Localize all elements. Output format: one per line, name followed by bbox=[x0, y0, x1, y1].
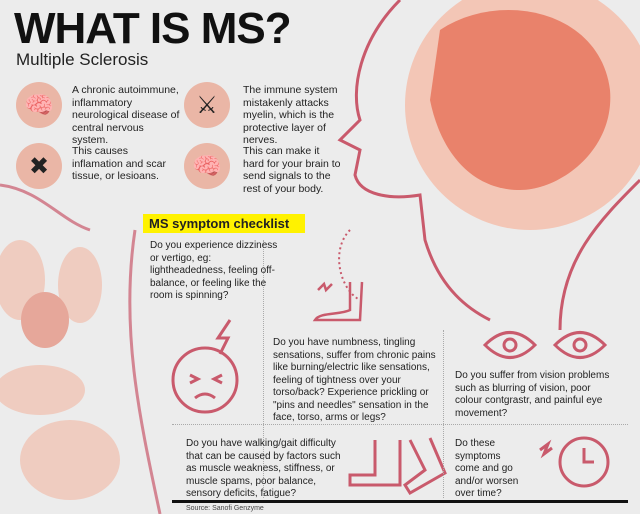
checklist-question: Do you have walking/gait difficulty that… bbox=[186, 438, 341, 499]
page-title: WHAT IS MS? bbox=[14, 4, 292, 53]
clock-icon bbox=[539, 436, 610, 488]
checklist-title: MS symptom checklist bbox=[143, 214, 305, 233]
fact-text: This causes inflamation and scar tissue,… bbox=[72, 145, 166, 182]
dizzy-face-icon bbox=[171, 319, 239, 414]
eyes-icon bbox=[482, 331, 608, 359]
checklist-question: Do you experience dizziness or vertigo, … bbox=[150, 240, 278, 301]
checklist-question: Do you have numbness, tingling sensation… bbox=[273, 337, 436, 423]
divider bbox=[443, 330, 444, 498]
fact-text: The immune system mistakenly attacks mye… bbox=[243, 84, 338, 146]
fact-text: This can make it hard for your brain to … bbox=[243, 145, 341, 195]
brain-lightning-icon: 🧠 bbox=[16, 82, 62, 128]
checklist-question: Do these symptoms come and go and/or wor… bbox=[455, 438, 519, 499]
head-illustration bbox=[337, 0, 640, 331]
bandage-icon: ✖ bbox=[16, 143, 62, 189]
body-organs-illustration bbox=[0, 183, 162, 514]
checklist-question: Do you suffer from vision problems such … bbox=[455, 370, 610, 419]
crossed-swords-icon: ⚔ bbox=[184, 82, 230, 128]
divider bbox=[263, 240, 264, 498]
half-brain-circuit-icon: 🧠 bbox=[184, 143, 230, 189]
fact-text: A chronic autoimmune, inflammatory neuro… bbox=[72, 84, 180, 146]
source-credit: Source: Sanofi Genzyme bbox=[186, 505, 264, 512]
footer-rule bbox=[172, 500, 628, 503]
neck-line bbox=[338, 229, 361, 301]
foot-tingling-icon bbox=[312, 281, 364, 322]
divider bbox=[172, 424, 628, 425]
walking-shoes-icon bbox=[348, 437, 447, 496]
page-subtitle: Multiple Sclerosis bbox=[16, 50, 149, 69]
